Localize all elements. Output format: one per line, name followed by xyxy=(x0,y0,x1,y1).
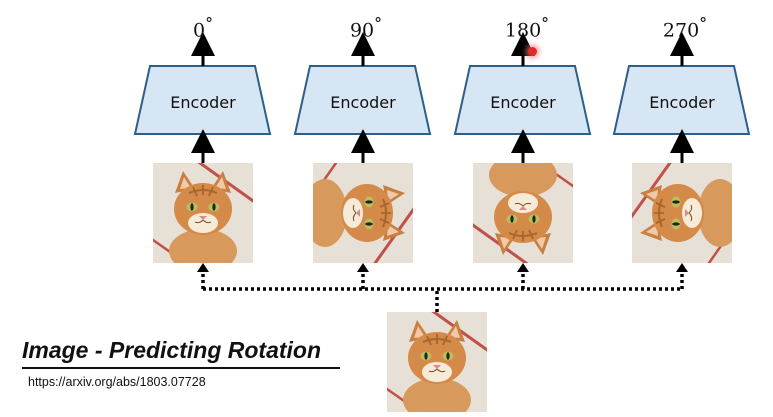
cat-image-rotated-270 xyxy=(632,163,732,263)
encoder-label-270: Encoder xyxy=(649,93,715,112)
encoder-label-180: Encoder xyxy=(490,93,556,112)
encoder-shape-180 xyxy=(453,65,592,135)
cat-image-rotated-180 xyxy=(473,163,573,263)
dotted-arrowhead-180 xyxy=(517,263,529,272)
paper-url: https://arxiv.org/abs/1803.07728 xyxy=(28,375,206,389)
encoder-label-0: Encoder xyxy=(170,93,236,112)
slide-title: Image - Predicting Rotation xyxy=(22,337,322,363)
angle-label-0: 0° xyxy=(192,14,213,42)
encoder-shape-270 xyxy=(612,65,751,135)
encoder-shape-0 xyxy=(133,65,272,135)
angle-label-180: 180° xyxy=(504,14,550,42)
cat-image-source xyxy=(387,312,487,412)
dotted-arrowhead-0 xyxy=(197,263,209,272)
title-underline xyxy=(22,367,340,369)
pointer-dot xyxy=(528,47,537,56)
encoder-shape-90 xyxy=(293,65,432,135)
cat-image-rotated-90 xyxy=(313,163,413,263)
cat-image-rotated-0 xyxy=(153,163,253,263)
dotted-connector xyxy=(201,272,684,312)
dotted-arrowhead-270 xyxy=(676,263,688,272)
angle-label-270: 270° xyxy=(662,14,708,42)
dotted-arrowhead-90 xyxy=(357,263,369,272)
encoder-label-90: Encoder xyxy=(330,93,396,112)
angle-label-90: 90° xyxy=(349,14,383,42)
